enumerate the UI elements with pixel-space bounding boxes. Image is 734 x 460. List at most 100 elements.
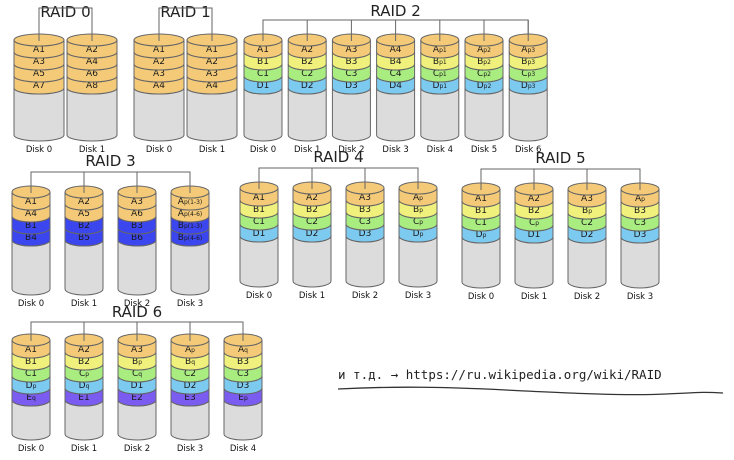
block-label: D1	[131, 381, 144, 391]
disk-empty-space	[464, 87, 504, 142]
block-label: C3	[345, 69, 357, 79]
block-label: Bp	[132, 357, 142, 367]
disk-empty-space	[64, 239, 104, 296]
block-label: A1	[475, 194, 487, 204]
disk-empty-space	[376, 87, 416, 142]
wikipedia-note: и т.д. → https://ru.wikipedia.org/wiki/R…	[338, 367, 662, 382]
raid-title: RAID 0	[40, 3, 90, 21]
disk-label: Disk 5	[471, 145, 497, 155]
disk-label: Disk 3	[627, 292, 653, 302]
block-label: B1	[253, 205, 265, 215]
block-label: Ep	[238, 393, 248, 403]
block-label: B1	[475, 206, 487, 216]
disk: Bp(4-6)Bp(1-3)Ap(4-6)Ap(1-3)Disk 3	[170, 172, 210, 309]
block-label: B1	[25, 357, 37, 367]
handdrawn-underline	[337, 386, 724, 396]
block-label: A2	[78, 197, 90, 207]
block-label: D4	[389, 81, 402, 91]
bus-connector	[480, 168, 641, 188]
block-label: A3	[33, 57, 45, 67]
block-label: C3	[359, 217, 371, 227]
block-label: B3	[634, 206, 646, 216]
block-label: B4	[25, 233, 37, 243]
block-label: D1	[253, 229, 266, 239]
note-prefix: и т.д.	[338, 367, 384, 382]
raid-title: RAID 1	[160, 3, 210, 21]
block-label: C2	[301, 69, 313, 79]
arrow-icon: →	[390, 367, 399, 382]
block-label: C4	[390, 69, 402, 79]
disk-label: Disk 1	[521, 292, 547, 302]
disk-empty-space	[117, 239, 157, 296]
block-label: A3	[131, 345, 143, 355]
block-label: Ap	[635, 194, 645, 204]
block-label: A4	[86, 57, 98, 67]
block-label: Bp2	[477, 57, 491, 67]
block-label: B1	[25, 221, 37, 231]
disk-empty-space	[398, 235, 438, 288]
disk-label: Disk 0	[18, 299, 44, 309]
block-label: A3	[581, 194, 593, 204]
block-label: Ap(1-3)	[178, 197, 202, 207]
block-label: C1	[475, 218, 487, 228]
block-label: D1	[257, 81, 270, 91]
disk-label: Disk 3	[177, 299, 203, 309]
block-label: Aq	[238, 345, 248, 355]
block-label: A3	[206, 69, 218, 79]
block-label: A1	[33, 45, 45, 55]
block-label: A6	[86, 69, 98, 79]
disk-empty-space	[186, 87, 238, 142]
block-label: B2	[306, 205, 318, 215]
block-label: Dp	[476, 230, 487, 240]
disk-label: Disk 2	[124, 444, 150, 454]
block-label: Ap(4-6)	[178, 209, 202, 219]
block-label: C3	[634, 218, 646, 228]
disk-empty-space	[133, 87, 185, 142]
block-label: A2	[86, 45, 98, 55]
block-label: Dp1	[433, 81, 448, 91]
disk-label: Disk 1	[294, 145, 320, 155]
block-label: D3	[634, 230, 647, 240]
block-label: A4	[153, 81, 165, 91]
disk-empty-space	[287, 87, 327, 142]
disk-empty-space	[420, 87, 460, 142]
disk-label: Disk 0	[468, 292, 494, 302]
block-label: A6	[131, 209, 143, 219]
block-label: Bp3	[521, 57, 535, 67]
block-label: C2	[306, 217, 318, 227]
disk-empty-space	[66, 87, 118, 142]
block-label: Cp	[529, 218, 539, 228]
disk-label: Disk 1	[71, 444, 97, 454]
disk-label: Disk 0	[146, 145, 172, 155]
block-label: D2	[306, 229, 319, 239]
block-label: B4	[390, 57, 402, 67]
block-label: A4	[390, 45, 402, 55]
block-label: Cp1	[433, 69, 447, 79]
disk-label: Disk 3	[382, 145, 408, 155]
block-label: Eq	[26, 393, 36, 403]
disk-empty-space	[11, 239, 51, 296]
block-label: Cp	[79, 369, 89, 379]
block-label: B6	[131, 233, 143, 243]
wikipedia-link[interactable]: https://ru.wikipedia.org/wiki/RAID	[405, 367, 662, 382]
block-label: A2	[78, 345, 90, 355]
block-label: Bp(4-6)	[178, 233, 202, 243]
block-label: B3	[237, 357, 249, 367]
block-label: Ap2	[477, 45, 491, 55]
